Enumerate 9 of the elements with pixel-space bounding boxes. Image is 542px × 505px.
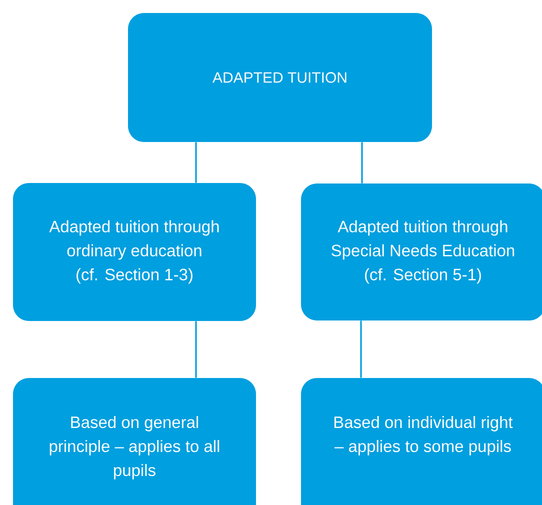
text-box: Based on individual right – applies to some pupils (301, 378, 542, 505)
connector-line (195, 321, 197, 378)
connector-line (360, 320, 362, 378)
title-box: ADAPTED TUITION (128, 13, 432, 142)
text-box: Adapted tuition through ordinary education (cf. Section 1-3) (13, 183, 256, 321)
connector-line (195, 142, 197, 183)
connector-line (361, 142, 363, 184)
text-box: Based on general principle – applies to all pupils (13, 378, 256, 505)
text-box: Adapted tuition through Special Needs Education (cf. Section 5-1) (301, 184, 542, 320)
